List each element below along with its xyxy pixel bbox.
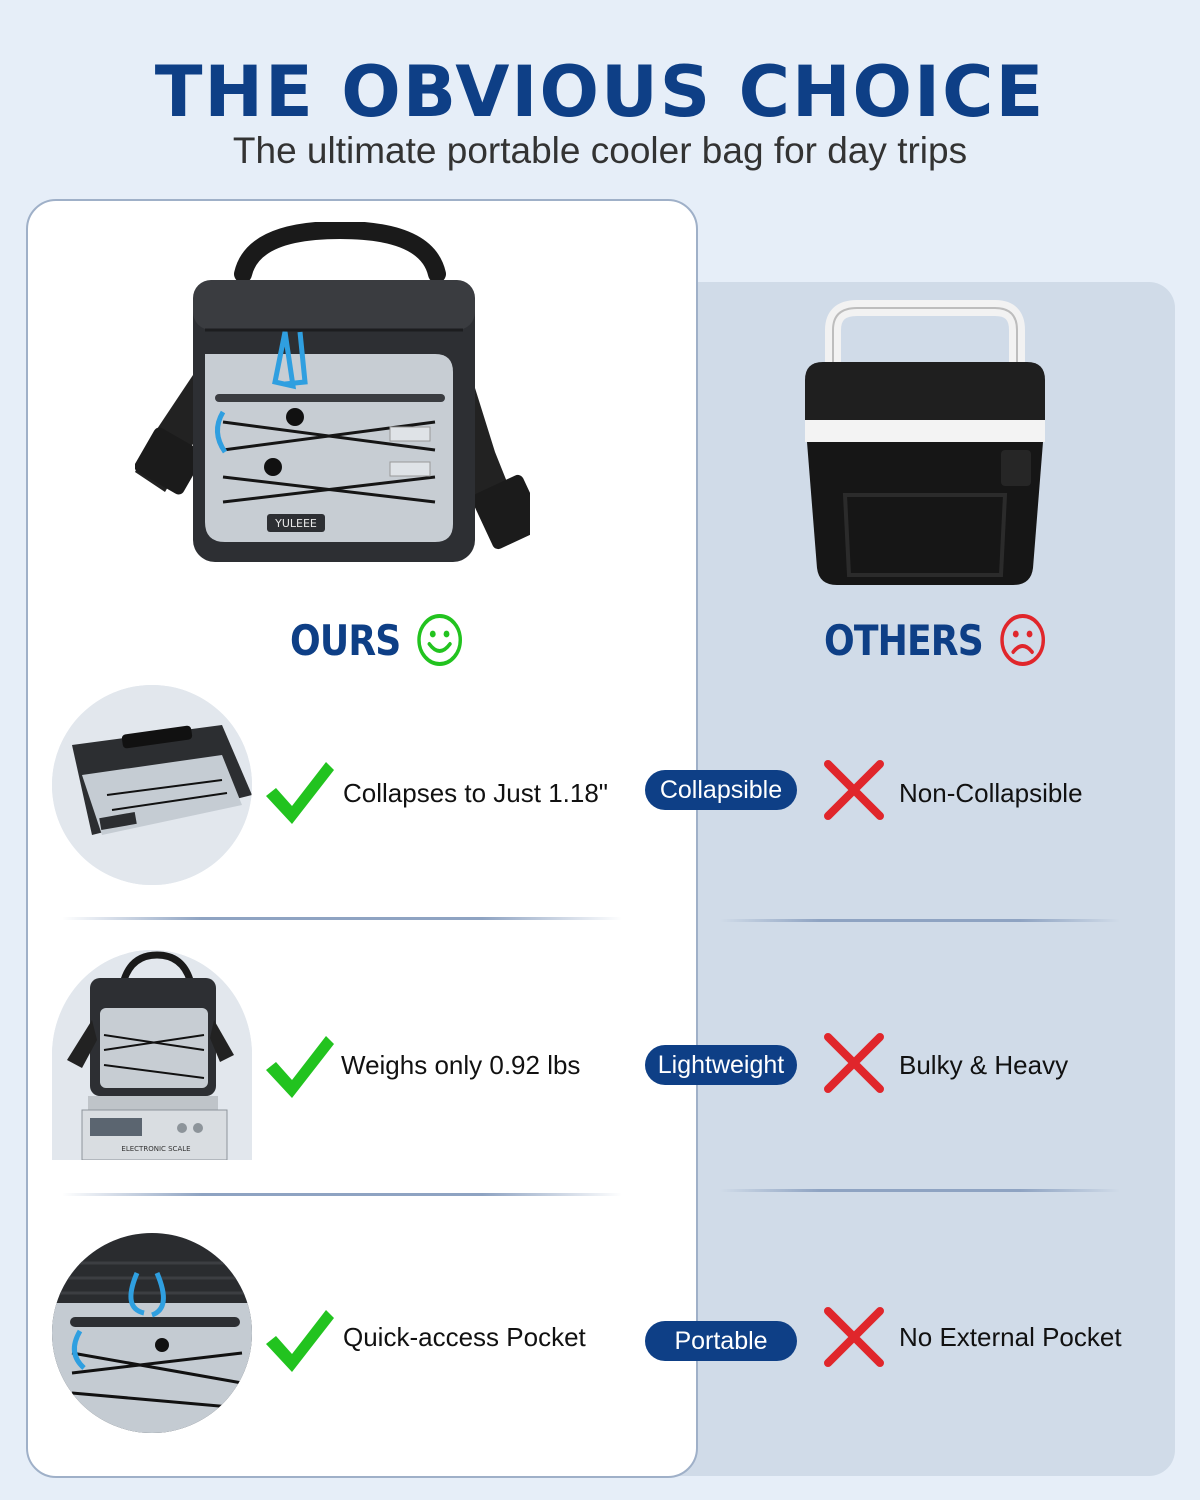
others-heading: OTHERS <box>824 612 1047 668</box>
collapsed-bag-thumbnail <box>52 685 252 885</box>
smiley-face-icon <box>417 614 463 666</box>
category-pill-lightweight: Lightweight <box>645 1045 797 1085</box>
bag-on-scale-thumbnail: ELECTRONIC SCALE <box>52 950 252 1160</box>
others-feature-1: Non-Collapsible <box>899 778 1083 808</box>
ours-label: OURS <box>290 615 401 665</box>
cooler-bag-image: YULEEE <box>135 222 530 562</box>
cross-icon <box>824 1033 884 1093</box>
row-divider <box>62 917 622 920</box>
ours-feature-2: Weighs only 0.92 lbs <box>341 1050 581 1080</box>
cross-icon <box>824 760 884 820</box>
scale-label: ELECTRONIC SCALE <box>121 1145 190 1153</box>
pocket-closeup-thumbnail <box>52 1233 252 1433</box>
ours-feature-1: Collapses to Just 1.18" <box>343 778 609 808</box>
hard-cooler-image <box>805 300 1045 585</box>
page-subtitle: The ultimate portable cooler bag for day… <box>232 130 968 171</box>
page-title: THE OBVIOUS CHOICE <box>154 51 1046 133</box>
check-icon <box>266 762 334 824</box>
cross-icon <box>824 1307 884 1367</box>
check-icon <box>266 1310 334 1372</box>
others-feature-3: No External Pocket <box>899 1322 1122 1352</box>
others-label: OTHERS <box>824 615 984 665</box>
ours-feature-3: Quick-access Pocket <box>343 1322 586 1352</box>
ours-heading: OURS <box>290 612 464 668</box>
brand-logo-text: YULEEE <box>274 517 317 530</box>
frowning-face-icon <box>1000 614 1045 666</box>
category-pill-collapsible: Collapsible <box>645 770 797 810</box>
row-divider <box>720 1189 1120 1192</box>
row-divider <box>720 919 1120 922</box>
row-divider <box>62 1193 622 1196</box>
check-icon <box>266 1036 334 1098</box>
category-pill-portable: Portable <box>645 1321 797 1361</box>
others-feature-2: Bulky & Heavy <box>899 1050 1069 1080</box>
